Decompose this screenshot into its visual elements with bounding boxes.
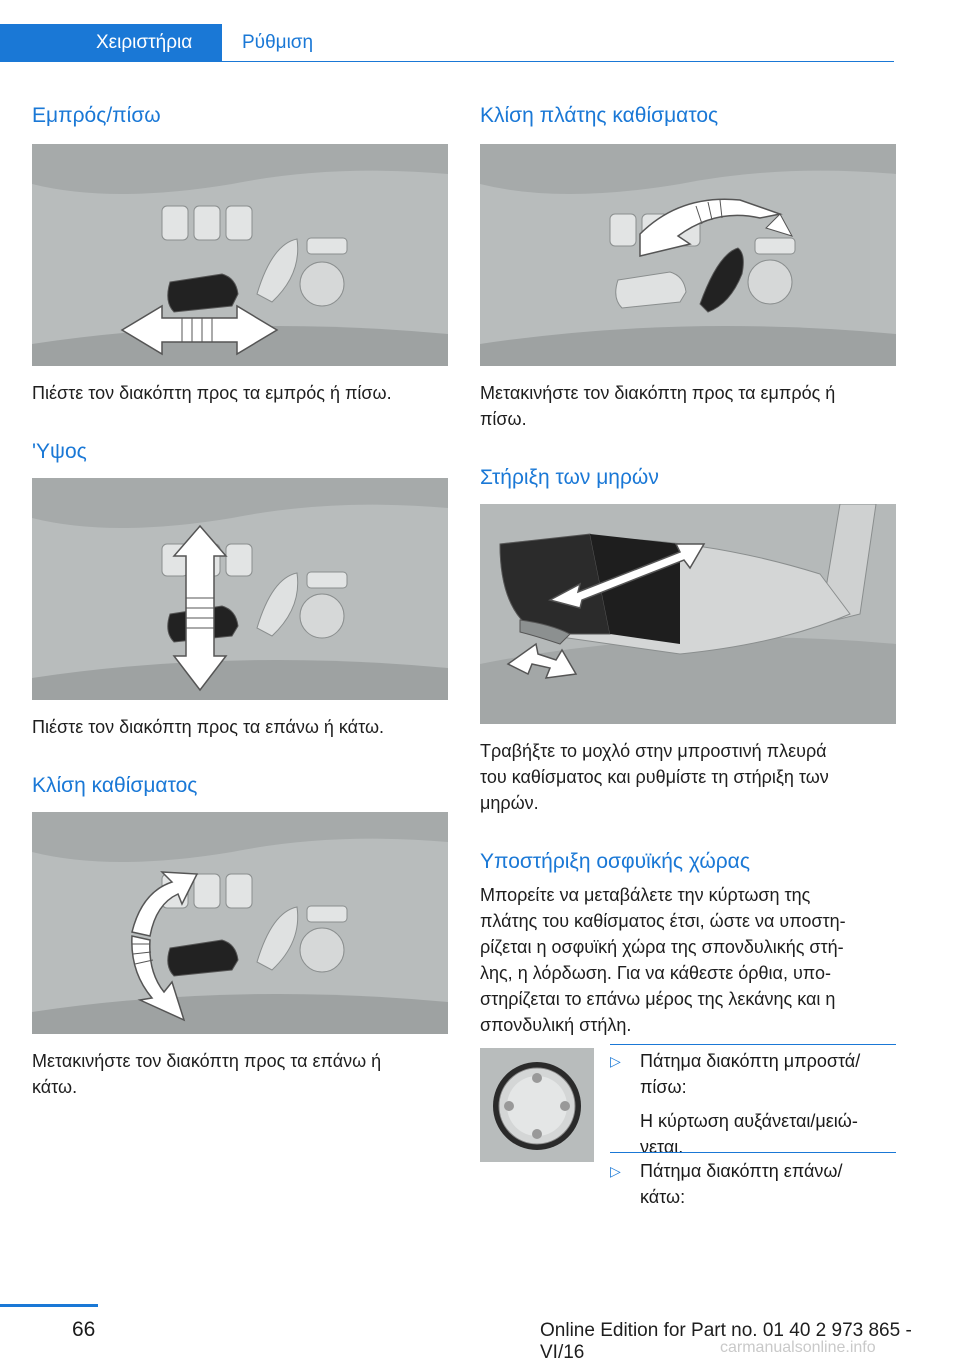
header-tabs: Χειριστήρια Ρύθμιση	[0, 24, 894, 62]
page-number: 66	[72, 1318, 96, 1341]
figure-seat-height	[32, 478, 448, 700]
text-thigh-3: μηρών.	[480, 793, 539, 813]
heading-seat-tilt: Κλίση καθίσματος	[32, 774, 198, 797]
header-rule	[222, 61, 894, 62]
text-seat-tilt-2: κάτω.	[32, 1077, 78, 1097]
text-thigh-2: του καθίσματος και ρυθμίστε τη στήριξη τ…	[480, 767, 829, 787]
text-lumbar-3: ρίζεται η οσφυϊκή χώρα της σπονδυλικής σ…	[480, 937, 844, 957]
tab-adjustment[interactable]: Ρύθμιση	[242, 32, 314, 53]
tab-controls[interactable]: Χειριστήρια	[0, 24, 222, 62]
footer-bar	[0, 1304, 98, 1307]
bullet-text-3: Πάτημα διακόπτη επάνω/	[640, 1161, 843, 1181]
text-lumbar-5: στηρίζεται το επάνω μέρος της λεκάνης κα…	[480, 989, 836, 1009]
bullet-divider-mid	[610, 1152, 896, 1153]
heading-thigh-support: Στήριξη των μηρών	[480, 466, 659, 489]
figure-lumbar-switch	[480, 1048, 594, 1162]
figure-backrest-tilt	[480, 144, 896, 366]
heading-backrest-tilt: Κλίση πλάτης καθίσματος	[480, 104, 719, 127]
figure-seat-forward-back	[32, 144, 448, 366]
bullet-text-1: Πάτημα διακόπτη μπροστά/	[640, 1051, 861, 1071]
heading-forward-back: Εμπρός/πίσω	[32, 104, 161, 127]
text-backrest-1: Μετακινήστε τον διακόπτη προς τα εμπρός …	[480, 383, 836, 403]
text-lumbar-6: σπονδυλική στήλη.	[480, 1015, 632, 1035]
text-seat-tilt-1: Μετακινήστε τον διακόπτη προς τα επάνω ή	[32, 1051, 382, 1071]
text-thigh-1: Τραβήξτε το μοχλό στην μπροστινή πλευρά	[480, 741, 827, 761]
bullet-sub-text-2: νεται.	[640, 1137, 684, 1157]
watermark: carmanualsonline.info	[720, 1339, 876, 1356]
heading-height: 'Υψος	[32, 440, 87, 463]
text-lumbar-2: πλάτης του καθίσματος έτσι, ώστε να υποσ…	[480, 911, 846, 931]
bullet-up-down: ▷ Πάτημα διακόπτη επάνω/ κάτω:	[610, 1158, 900, 1210]
text-lumbar-4: λης, η λόρδωση. Για να κάθεστε όρθια, υπ…	[480, 963, 831, 983]
online-edition: Online Edition for Part no. 01 40 2 973 …	[540, 1320, 912, 1362]
bullet-sub-text-1: Η κύρτωση αυξάνεται/μειώ‐	[640, 1111, 858, 1131]
bullet-triangle-icon: ▷	[610, 1163, 621, 1179]
figure-thigh-support	[480, 504, 896, 724]
text-backrest-2: πίσω.	[480, 409, 527, 429]
heading-lumbar-support: Υποστήριξη οσφυϊκής χώρας	[480, 850, 750, 873]
figure-seat-tilt	[32, 812, 448, 1034]
bullet-text-2: πίσω:	[640, 1077, 687, 1097]
bullet-triangle-icon: ▷	[610, 1053, 621, 1069]
bullet-text-4: κάτω:	[640, 1187, 686, 1207]
text-forward-back: Πιέστε τον διακόπτη προς τα εμπρός ή πίσ…	[32, 383, 392, 403]
bullet-forward-back: ▷ Πάτημα διακόπτη μπροστά/ πίσω: Η κύρτω…	[610, 1048, 900, 1160]
text-lumbar-1: Μπορείτε να μεταβάλετε την κύρτωση της	[480, 885, 811, 905]
text-height: Πιέστε τον διακόπτη προς τα επάνω ή κάτω…	[32, 717, 385, 737]
bullet-divider-top	[610, 1044, 896, 1045]
